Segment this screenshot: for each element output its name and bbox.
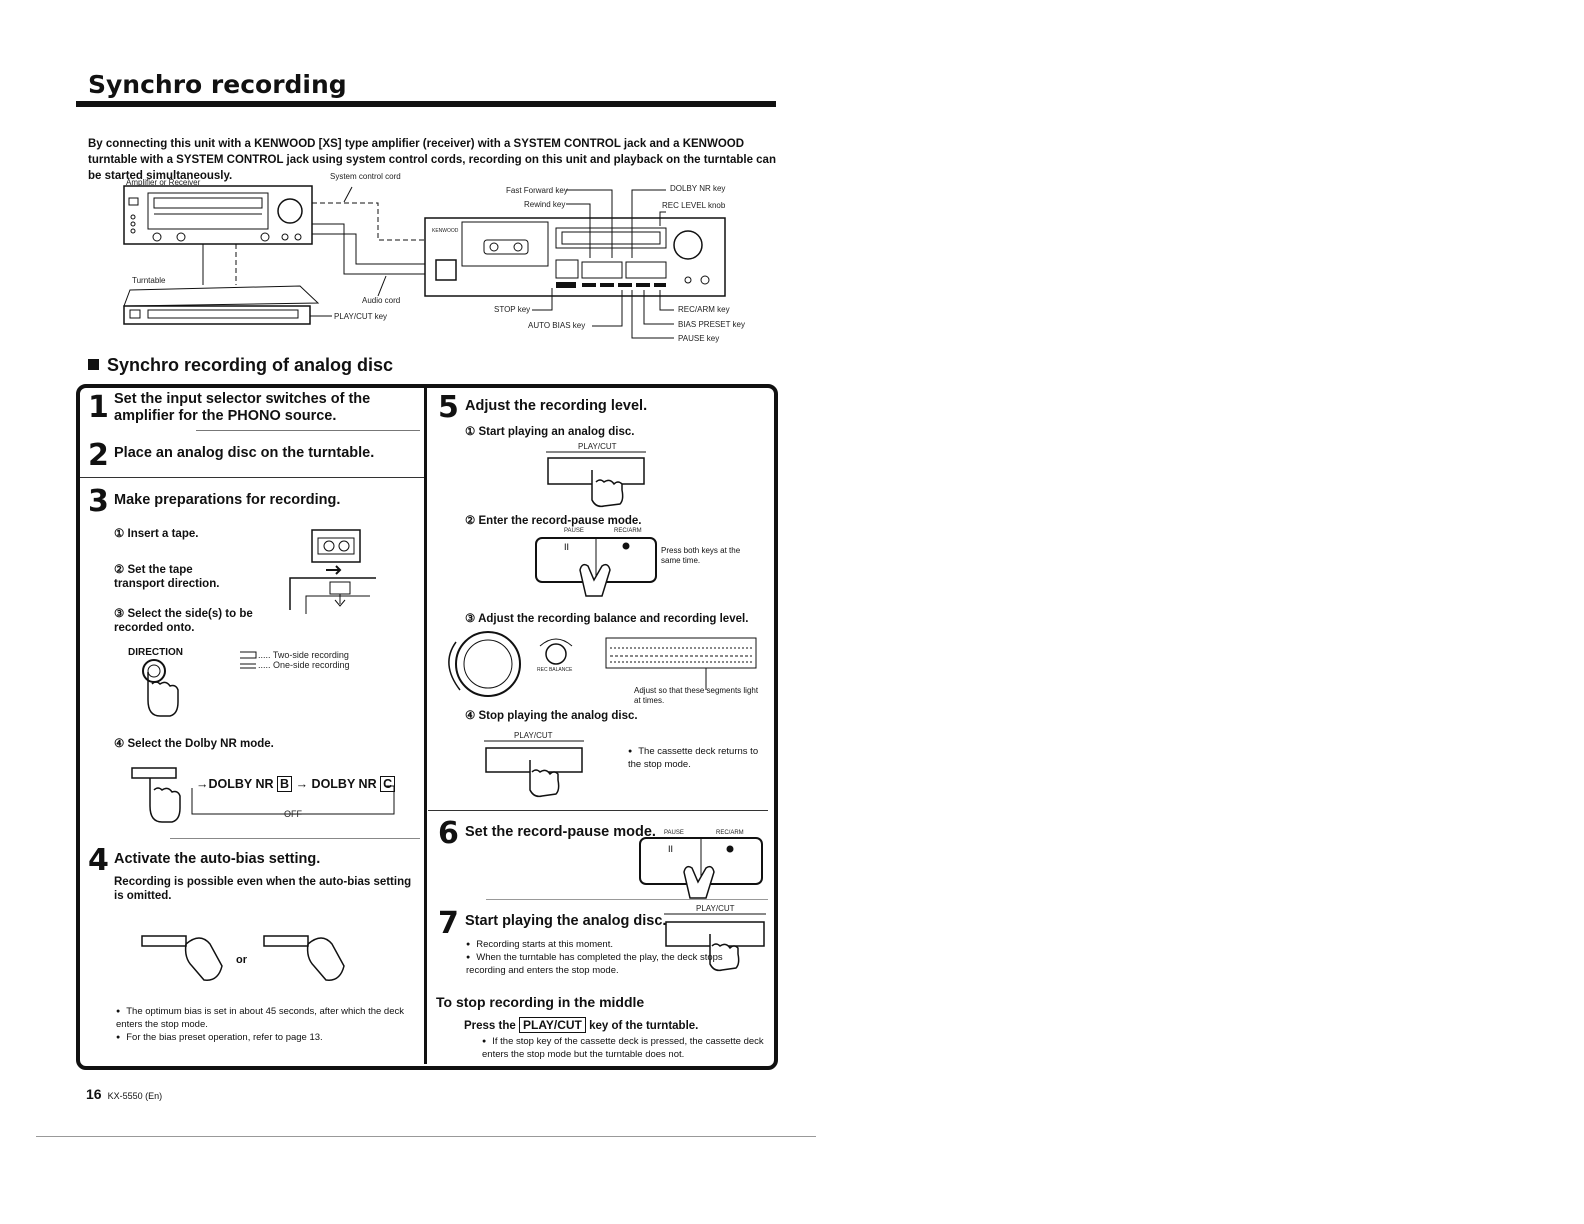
step-5d-text: ④ Stop playing the analog disc.: [465, 710, 638, 722]
dolby-c-box: C: [380, 776, 396, 792]
step-3-title: Make preparations for recording.: [114, 492, 341, 508]
step-6-title: Set the record-pause mode.: [465, 824, 656, 840]
step-5d-note: The cassette deck returns to the stop mo…: [628, 745, 764, 771]
connection-diagram: Amplifier or Receiver System control cor…: [0, 0, 745, 343]
title-rule: [76, 101, 776, 107]
section-heading: Synchro recording of analog disc: [88, 355, 393, 376]
rec-level-label: REC LEVEL knob: [662, 201, 726, 210]
playcut-label-3: PLAY/CUT: [696, 904, 735, 913]
pause-label-2: PAUSE: [664, 830, 684, 836]
dolby-c-label: DOLBY NR: [311, 777, 377, 791]
bias-preset-label: BIAS PRESET key: [678, 320, 745, 329]
square-bullet-icon: [88, 359, 99, 370]
step-3b-text: ② Set the tape transport direction.: [114, 564, 220, 590]
step-3a-text: ① Insert a tape.: [114, 528, 199, 540]
direction-button-icon: [142, 659, 179, 717]
page-number: 16: [86, 1086, 102, 1102]
step-3-number: 3: [88, 484, 109, 519]
stop-heading: To stop recording in the middle: [436, 994, 645, 1010]
step-5c-text: ③ Adjust the recording balance and recor…: [465, 613, 749, 625]
step-1-number: 1: [88, 390, 109, 425]
step-7-note-1: Recording starts at this moment.: [466, 938, 686, 951]
step-4-subtext: Recording is possible even when the auto…: [114, 876, 412, 902]
step-5-number: 5: [438, 390, 459, 425]
side-mode-icons: [240, 651, 257, 669]
dolby-b-label: DOLBY NR: [208, 777, 274, 791]
pause-key-label: PAUSE key: [678, 334, 720, 343]
level-controls-icon: [448, 631, 757, 697]
pause-recarm-keys-icon: II: [535, 537, 657, 597]
dolby-nr-switch-icon: [131, 767, 395, 823]
steps-frame: [76, 384, 778, 1070]
press-both-note: Press both keys at the same time.: [661, 546, 741, 565]
system-cord-label: System control cord: [330, 172, 401, 181]
stop-instruction: Press the PLAY/CUT key of the turntable.: [464, 1017, 699, 1033]
off-label: OFF: [284, 809, 302, 819]
pause-recarm-keys-icon-2: II: [639, 837, 763, 899]
divider: [486, 899, 768, 900]
intro-paragraph: By connecting this unit with a KENWOOD […: [88, 138, 776, 182]
divider: [196, 430, 420, 431]
direction-label: DIRECTION: [128, 647, 183, 658]
step-5a-text: ① Start playing an analog disc.: [465, 426, 635, 438]
step-4-title: Activate the auto-bias setting.: [114, 851, 321, 867]
step-4-note-1: The optimum bias is set in about 45 seco…: [116, 1005, 406, 1031]
cassette-icon: [311, 529, 361, 563]
dolby-sequence: →DOLBY NR B → DOLBY NR C: [196, 776, 396, 792]
turntable-label: Turntable: [132, 276, 166, 285]
step-5-title: Adjust the recording level.: [465, 398, 648, 414]
bias-keys-icon: [141, 935, 345, 981]
model-label: KX-5550 (En): [107, 1091, 163, 1101]
step-2-number: 2: [88, 438, 109, 473]
step-7-title: Start playing the analog disc.: [465, 913, 667, 929]
step-4-number: 4: [88, 843, 109, 878]
playcut-label: PLAY/CUT: [578, 442, 617, 451]
divider: [80, 477, 424, 478]
transport-direction-icon: [289, 565, 376, 614]
step-7-number: 7: [438, 906, 459, 941]
playcut-key-box: PLAY/CUT: [518, 1017, 586, 1033]
rec-arm-key-label-2: REC/ARM: [716, 830, 744, 836]
rec-arm-key-label: REC/ARM: [614, 528, 642, 534]
step-5b-text: ② Enter the record-pause mode.: [465, 515, 642, 527]
playcut-key-icon-2: [484, 740, 584, 798]
svg-text:II: II: [668, 844, 673, 854]
connection-diagram-drawing: [123, 185, 726, 339]
adjust-segments-note: Adjust so that these segments light at t…: [634, 686, 759, 705]
step-3d-text: ④ Select the Dolby NR mode.: [114, 738, 274, 750]
step-3c-text: ③ Select the side(s) to be recorded onto…: [114, 608, 253, 634]
stop-key-label: STOP key: [494, 305, 531, 314]
bottom-rule: [36, 1136, 816, 1137]
divider: [170, 838, 420, 839]
playcut-key-icon-3: [664, 913, 766, 972]
playcut-key-label: PLAY/CUT key: [334, 312, 388, 321]
amplifier-label: Amplifier or Receiver: [126, 178, 201, 187]
or-label: or: [236, 954, 247, 966]
one-side-label: ..... One-side recording: [258, 660, 350, 670]
auto-bias-label: AUTO BIAS key: [528, 321, 586, 330]
column-divider: [424, 386, 427, 1064]
rec-arm-label: REC/ARM key: [678, 305, 730, 314]
playcut-key-icon: [546, 451, 646, 508]
two-side-label: ..... Two-side recording: [258, 650, 349, 660]
page-footer: 16 KX-5550 (En): [86, 1086, 162, 1102]
rewind-key-label: Rewind key: [524, 200, 566, 209]
kenwood-logo: KENWOOD: [432, 228, 459, 234]
step-6-number: 6: [438, 816, 459, 851]
audio-cord-label: Audio cord: [362, 296, 401, 305]
pause-label: PAUSE: [564, 528, 584, 534]
dolby-b-box: B: [277, 776, 293, 792]
playcut-label-2: PLAY/CUT: [514, 731, 553, 740]
page-title: Synchro recording: [88, 70, 347, 99]
step-2-title: Place an analog disc on the turntable.: [114, 445, 375, 461]
step-1-title: Set the input selector switches of the a…: [114, 391, 371, 424]
rec-balance-label: REC BALANCE: [537, 667, 573, 673]
svg-text:II: II: [564, 542, 569, 552]
step-4-note-2: For the bias preset operation, refer to …: [116, 1031, 406, 1044]
ff-key-label: Fast Forward key: [506, 186, 568, 195]
divider: [428, 810, 768, 811]
dolby-key-label: DOLBY NR key: [670, 184, 726, 193]
stop-note: If the stop key of the cassette deck is …: [482, 1035, 766, 1061]
step-7-note-2: When the turntable has completed the pla…: [466, 951, 732, 977]
